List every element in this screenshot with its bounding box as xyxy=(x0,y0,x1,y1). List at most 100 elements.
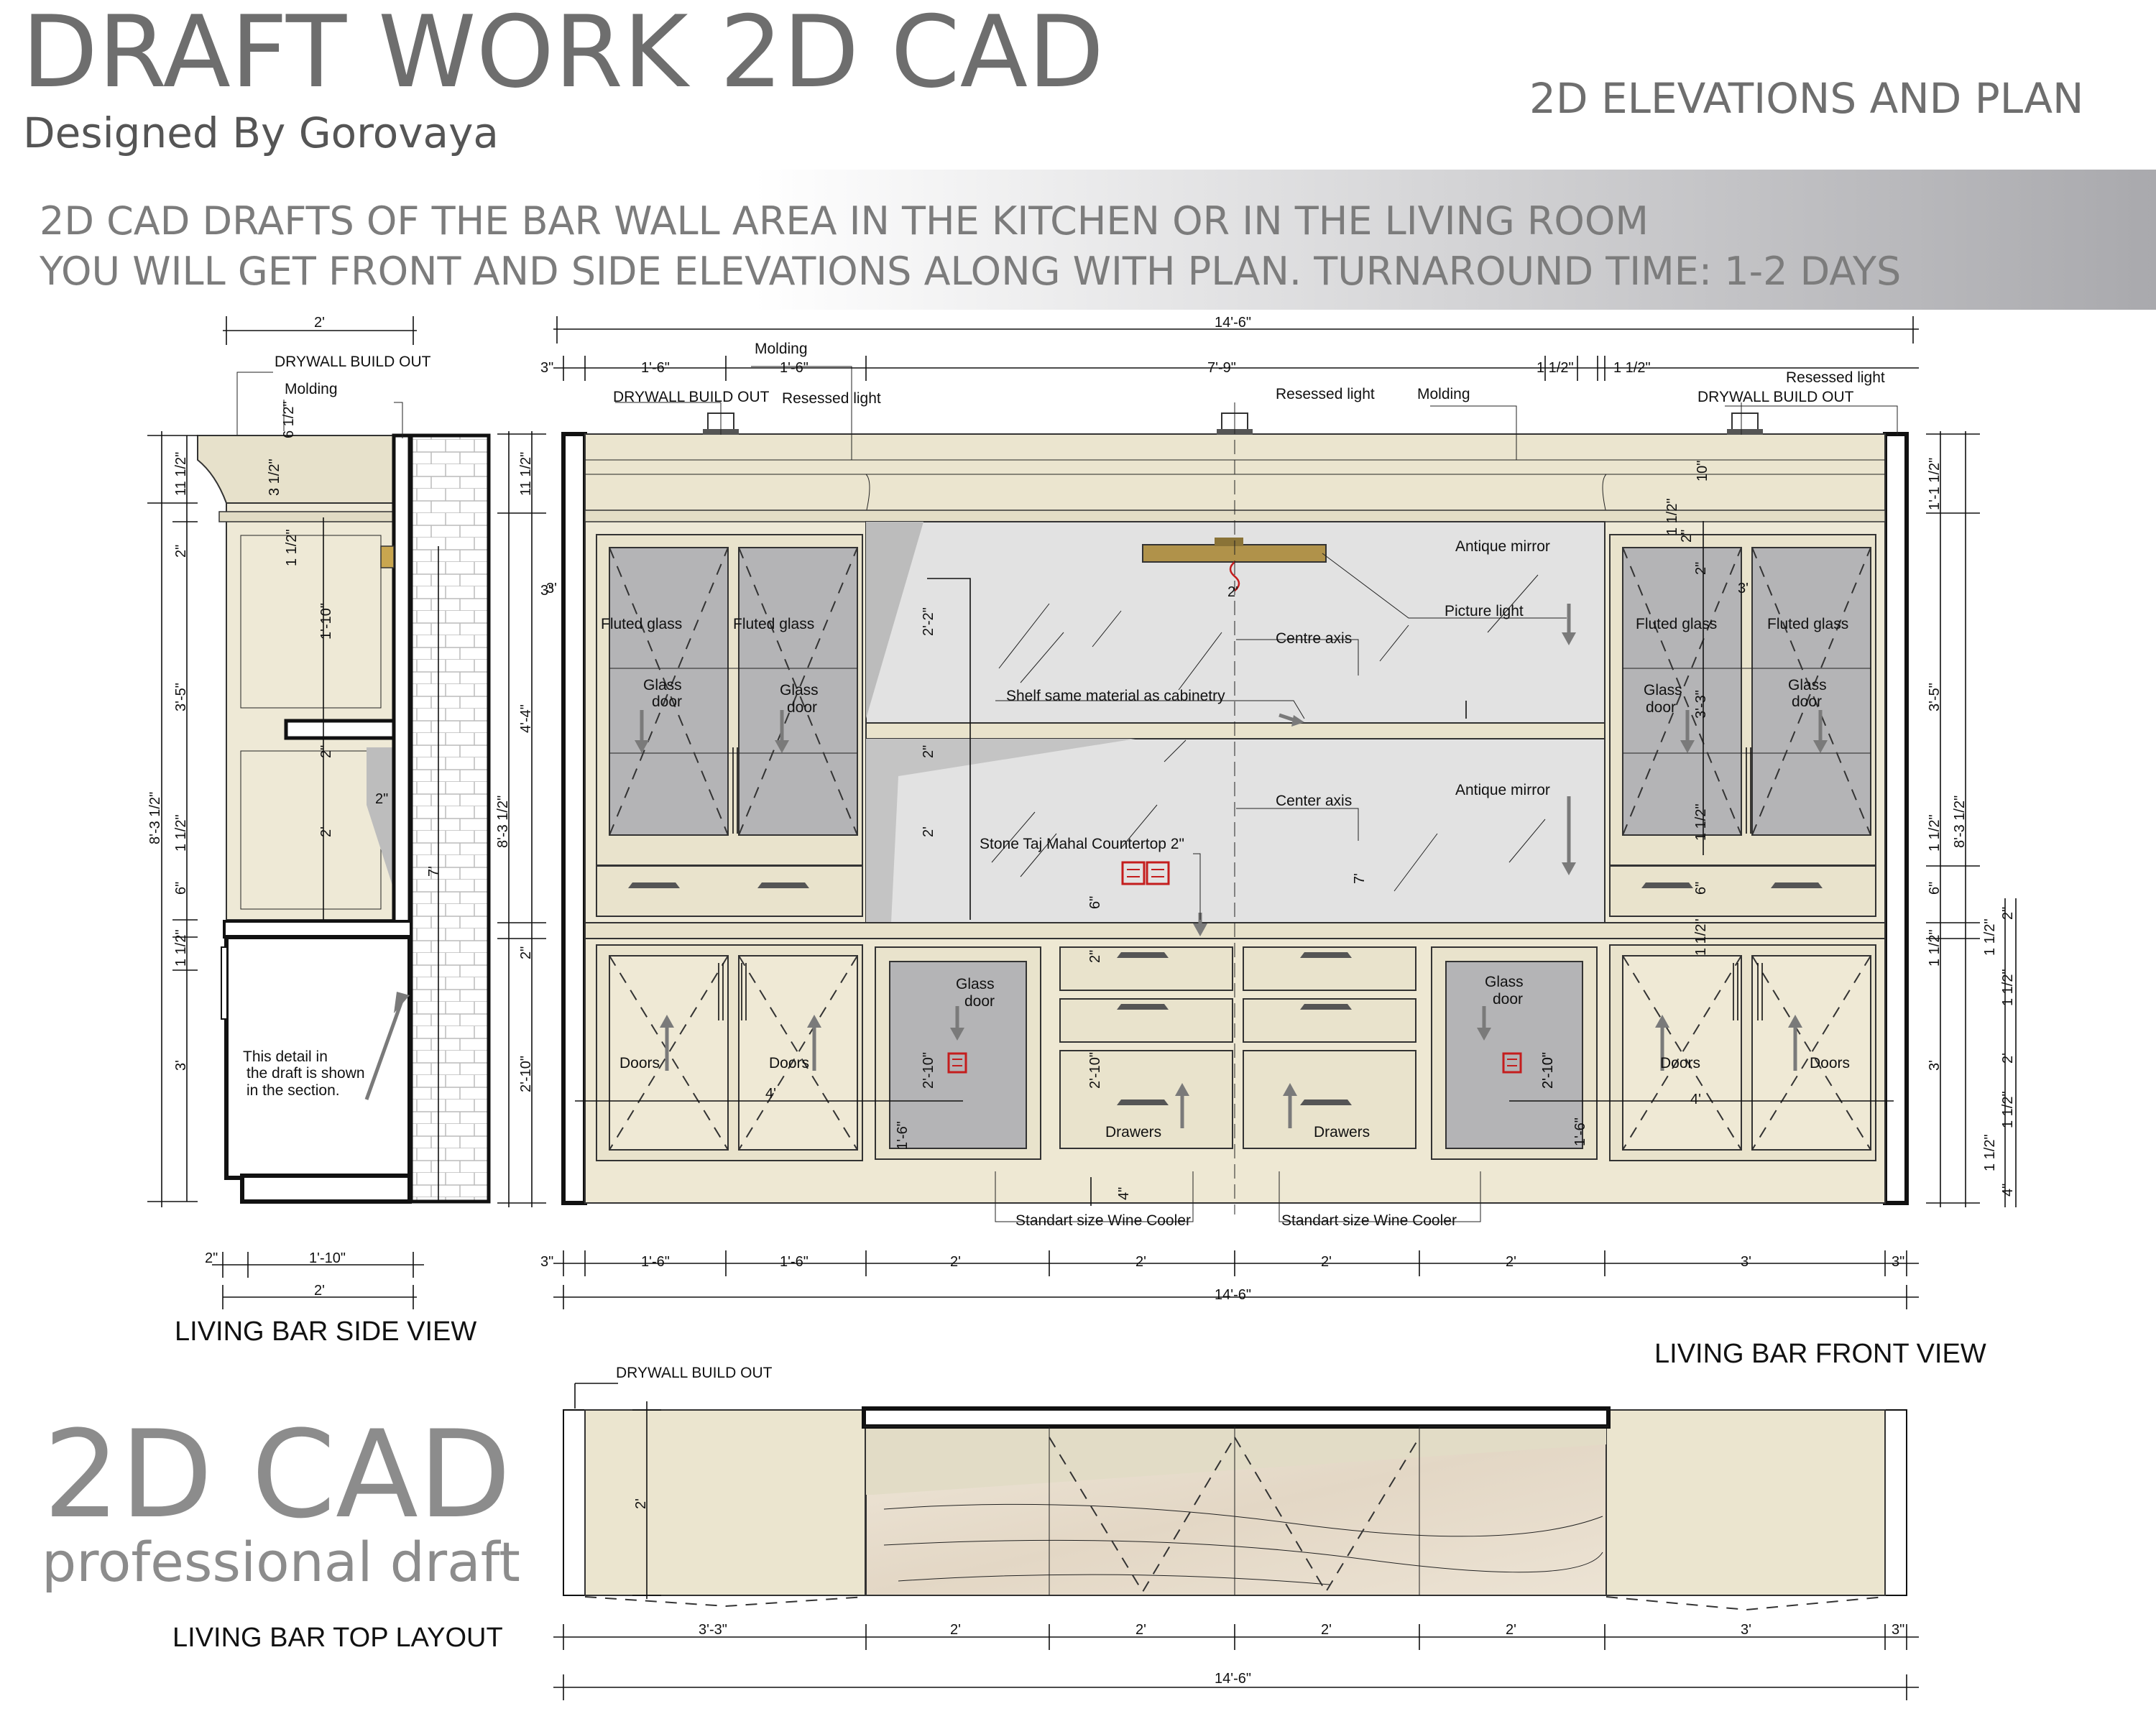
front-view-labels: 14'-6" 3" 1'-6" 1'-6" 7'-9" 1 1/2" 1 1/2… xyxy=(495,315,2016,1303)
header-subtitle: Designed By Gorovaya xyxy=(23,109,499,157)
label-shelf: Shelf same material as cabinetry xyxy=(1006,688,1225,704)
front-frdim-4: 2' xyxy=(2000,1053,2016,1064)
side-vdim-2: 2" xyxy=(173,545,189,558)
front-frdim-1: 2" xyxy=(2000,907,2016,920)
front-drywall-left xyxy=(561,432,587,1205)
top-dim-total: 14'-6" xyxy=(1215,1671,1251,1687)
front-idim-6: 6" xyxy=(1087,896,1103,909)
front-idim-12: 4" xyxy=(1116,1187,1132,1200)
side-dim-top: 2' xyxy=(314,315,325,331)
front-rdim-4: 1 1/2" xyxy=(1927,814,1943,852)
side-idim-4: 1'-10" xyxy=(318,603,334,640)
front-idim-19: 2" xyxy=(1679,530,1695,543)
front-idim-23: 6" xyxy=(1693,882,1709,895)
side-idim-7: 2" xyxy=(375,791,388,807)
side-vdim-7: 1 1/2" xyxy=(173,929,189,967)
side-molding xyxy=(197,435,400,504)
brand-small: professional draft xyxy=(42,1530,520,1594)
side-dim-bottom-total: 2' xyxy=(314,1283,325,1299)
front-frdim-3: 1 1/2" xyxy=(2000,969,2016,1006)
front-idim-2: 3' xyxy=(1738,581,1749,596)
front-idim-27: 3" xyxy=(540,583,553,599)
label-picture-light: Picture light xyxy=(1445,603,1524,619)
top-dim-7: 3" xyxy=(1892,1622,1904,1638)
front-dim-bottom-9: 3" xyxy=(1892,1254,1904,1270)
label-glass-door-2b: door xyxy=(787,699,817,716)
front-frdim-2: 1 1/2" xyxy=(1982,918,1998,956)
front-rdim-5: 6" xyxy=(1927,882,1943,895)
front-dim-bottom-7: 2' xyxy=(1506,1254,1516,1270)
front-idim-14: 4' xyxy=(1690,1092,1701,1107)
side-vdim-3: 3'-5" xyxy=(173,683,189,711)
front-idim-15: 7' xyxy=(1352,873,1368,884)
side-view: This detail in the draft is shown in the… xyxy=(147,315,491,1309)
label-glass-door-5b: door xyxy=(964,993,995,1010)
front-idim-16: 2' xyxy=(1227,584,1238,600)
front-ldim-2: 4'-4" xyxy=(518,704,534,733)
front-idim-24: 2'-10" xyxy=(1540,1052,1556,1089)
label-fluted-glass-4: Fluted glass xyxy=(1767,616,1848,632)
label-antique-mirror-1: Antique mirror xyxy=(1455,538,1550,555)
label-glass-door-2a: Glass xyxy=(780,682,819,699)
side-idim-6: 2' xyxy=(318,826,334,837)
side-idim-8: 7' xyxy=(426,866,442,877)
front-idim-10: 2'-10" xyxy=(1087,1052,1103,1089)
front-idim-3: 2'-2" xyxy=(921,607,936,636)
label-fluted-glass-3: Fluted glass xyxy=(1636,616,1717,632)
label-glass-door-1b: door xyxy=(652,693,682,710)
label-center-axis: Center axis xyxy=(1276,793,1352,809)
front-dim-bottom-5: 2' xyxy=(1135,1254,1146,1270)
front-dim-top-6: 1 1/2" xyxy=(1613,360,1651,376)
front-idim-7: 2" xyxy=(1087,950,1103,963)
front-dim-bottom-4: 2' xyxy=(950,1254,961,1270)
front-idim-13: 4' xyxy=(765,1086,776,1102)
front-ldim-4: 2" xyxy=(518,946,534,959)
front-rdim-7: 3' xyxy=(1927,1060,1943,1071)
label-drywall-left: DRYWALL BUILD OUT xyxy=(613,389,770,405)
header-title: DRAFT WORK 2D CAD xyxy=(22,0,1104,110)
front-ldim-5: 2'-10" xyxy=(518,1056,534,1092)
side-shelf xyxy=(284,719,400,740)
label-glass-door-1a: Glass xyxy=(643,677,682,693)
top-layout: 2' DRYWALL BUILD OUT 3'-3" 2' 2' 2' 2' 3… xyxy=(553,1365,1919,1700)
front-idim-20: 2" xyxy=(1693,562,1709,575)
front-idim-9: 1'-6" xyxy=(895,1121,911,1150)
side-idim-5: 2" xyxy=(318,745,334,758)
front-dim-top-1: 3" xyxy=(540,360,553,376)
front-dim-top-4: 7'-9" xyxy=(1207,360,1236,376)
label-light-center: Resessed light xyxy=(1276,386,1375,402)
front-ldim-3: 8'-3 1/2" xyxy=(495,796,511,848)
label-doors-1: Doors xyxy=(619,1055,660,1071)
side-idim-3: 1 1/2" xyxy=(284,529,300,566)
label-fluted-glass-1: Fluted glass xyxy=(601,616,682,632)
front-rdim-6: 1 1/2" xyxy=(1927,929,1943,967)
front-rdim-3: 8'-3 1/2" xyxy=(1952,796,1968,848)
front-dim-bottom-8: 3' xyxy=(1741,1254,1751,1270)
side-vdim-5: 1 1/2" xyxy=(173,814,189,852)
front-dim-top-3: 1'-6" xyxy=(780,360,808,376)
front-frdim-7: 4" xyxy=(2000,1184,2016,1197)
front-idim-17: 10" xyxy=(1695,461,1710,481)
banner-line-1: 2D CAD DRAFTS OF THE BAR WALL AREA IN TH… xyxy=(40,198,1649,244)
top-dim-5: 2' xyxy=(1506,1622,1516,1638)
label-glass-door-4b: door xyxy=(1792,693,1822,710)
label-doors-3: Doors xyxy=(1660,1055,1700,1071)
top-depth-dim: 2' xyxy=(633,1498,649,1509)
front-glass-door-upper-2 xyxy=(738,547,858,836)
label-glass-door-5a: Glass xyxy=(956,976,995,992)
side-dim-bottom-2: 1'-10" xyxy=(309,1250,346,1266)
front-dim-total-bottom: 14'-6" xyxy=(1215,1287,1251,1303)
front-view xyxy=(497,316,2017,1309)
side-vdim-8: 3' xyxy=(173,1060,189,1071)
front-idim-25: 1'-6" xyxy=(1572,1117,1588,1146)
label-drywall-right: DRYWALL BUILD OUT xyxy=(1697,389,1854,405)
top-dim-1: 3'-3" xyxy=(699,1622,727,1638)
front-ldim-1: 11 1/2" xyxy=(518,452,534,496)
label-light-left: Resessed light xyxy=(782,390,881,407)
front-glass-door-upper-3 xyxy=(1622,547,1742,836)
label-fluted-glass-2: Fluted glass xyxy=(733,616,814,632)
front-drywall-right xyxy=(1883,432,1909,1205)
front-dim-bottom-2: 1'-6" xyxy=(641,1254,670,1270)
label-centre-axis: Centre axis xyxy=(1276,630,1352,647)
